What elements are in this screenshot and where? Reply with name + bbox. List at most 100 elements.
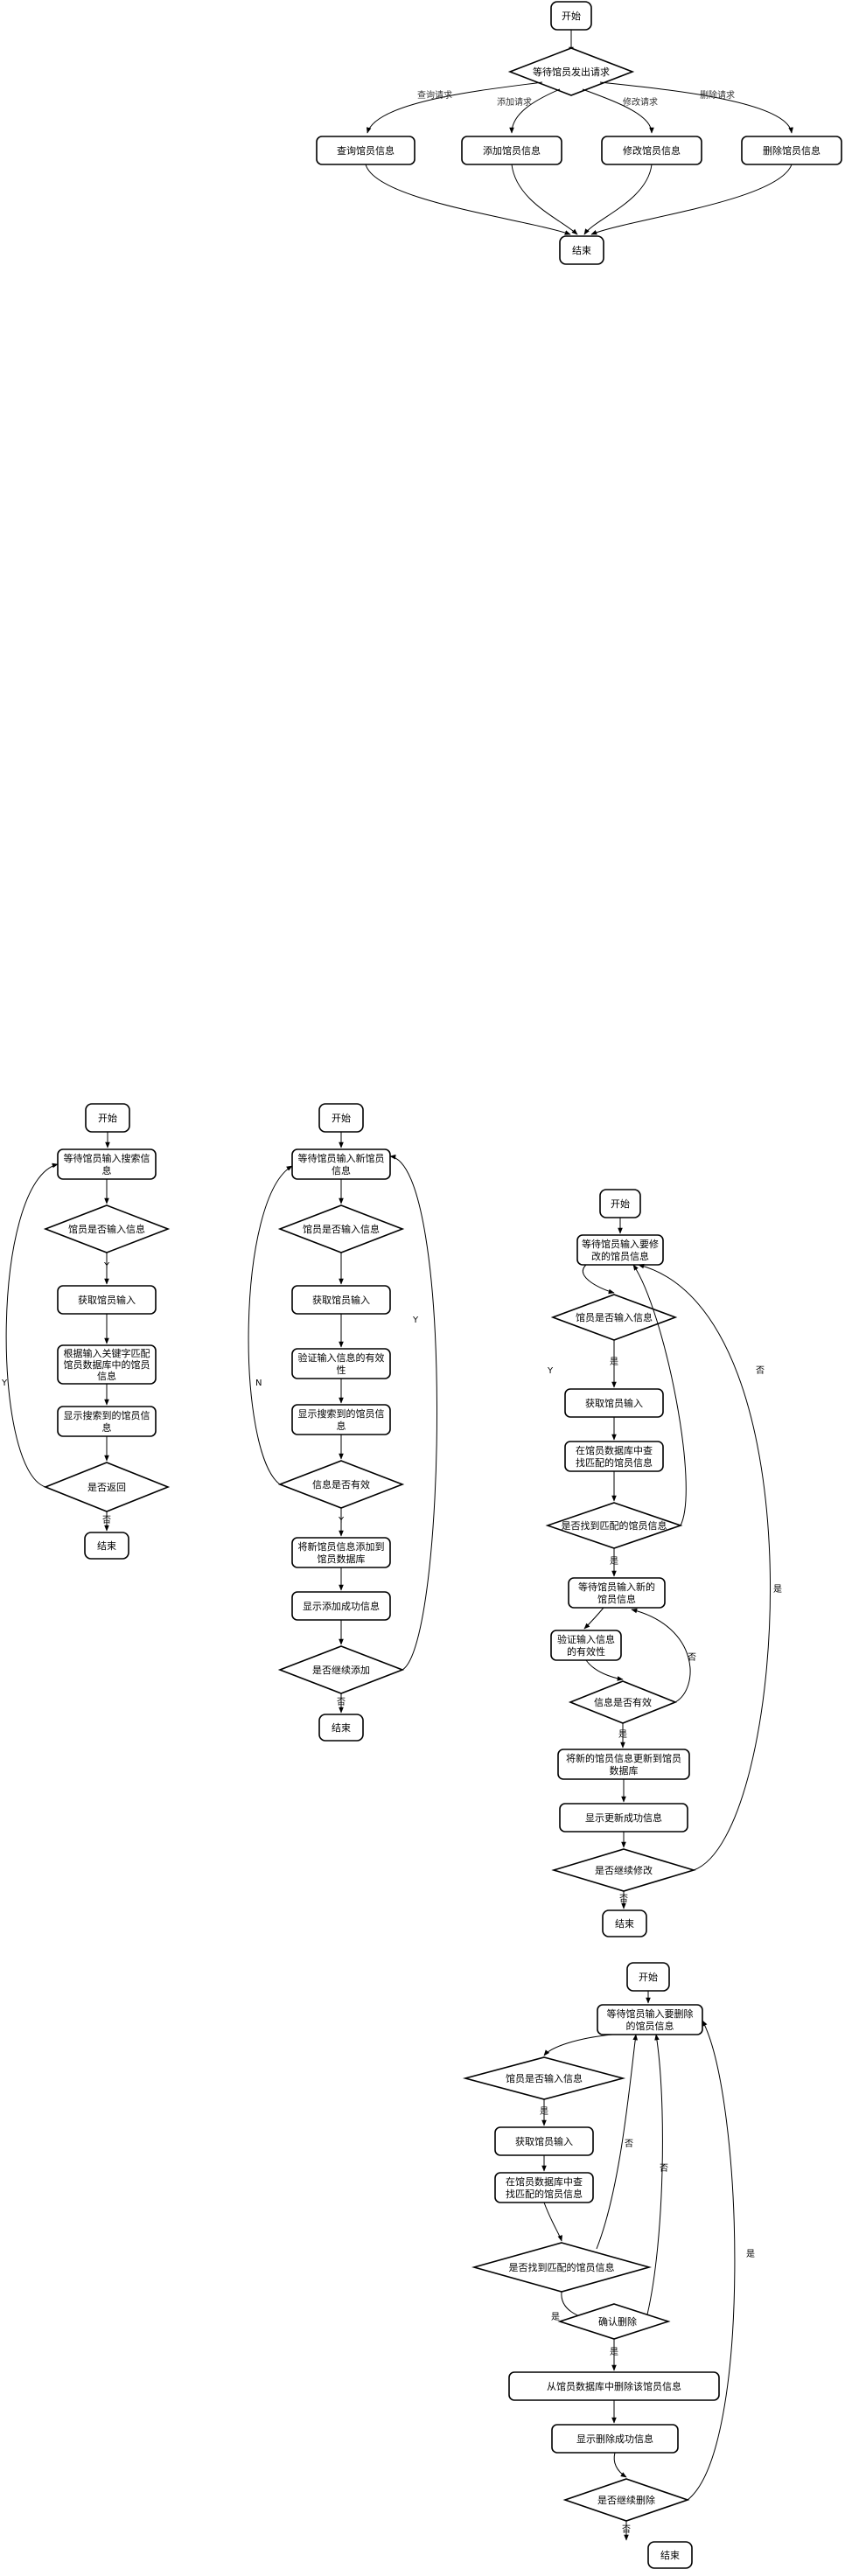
modify-done-label: 显示更新成功信息 — [585, 1812, 662, 1824]
modify-found-no-label: 否 — [756, 1365, 765, 1376]
overview-end-node — [559, 235, 604, 265]
overview-delete-edge-label: 删除请求 — [700, 89, 735, 101]
query-wait-label-1: 等待馆员输入搜索信 — [64, 1152, 150, 1164]
modify-continue-label: 是否继续修改 — [595, 1864, 653, 1876]
modify-valid-yes-label: 是 — [618, 1729, 627, 1740]
add-wait-label-1: 等待馆员输入新馆员 — [298, 1152, 385, 1164]
add-verify-label-2: 性 — [337, 1364, 346, 1376]
delete-wait-label-2: 的馆员信息 — [626, 2020, 674, 2032]
query-show-label-2: 息 — [102, 1421, 112, 1434]
modify-verify-label-1: 验证输入信息 — [557, 1633, 615, 1645]
query-end-node — [84, 1532, 129, 1560]
query-wait-label-2: 息 — [102, 1164, 112, 1176]
delete-continue-yes-label: 是 — [746, 2249, 755, 2259]
delete-input-label: 馆员是否输入信息 — [506, 2072, 583, 2084]
add-end-node — [318, 1714, 364, 1742]
modify-continue-yes-label: 是 — [773, 1584, 782, 1595]
add-done-label: 显示添加成功信息 — [303, 1600, 380, 1612]
delete-confirm-no-label: 否 — [660, 2163, 668, 2174]
overview-add-label: 添加馆员信息 — [483, 144, 541, 157]
modify-update-label-1: 将新的馆员信息更新到馆员 — [566, 1752, 681, 1764]
delete-end-node — [647, 2541, 693, 2569]
query-no-label: 否 — [102, 1515, 111, 1525]
modify-input-yes-label: 是 — [610, 1357, 618, 1367]
add-end-label: 结束 — [332, 1722, 351, 1734]
modify-end-label: 结束 — [615, 1918, 634, 1930]
modify-verify-label-2: 的有效性 — [567, 1645, 605, 1658]
delete-continue-label: 是否继续删除 — [597, 2494, 655, 2506]
query-start-label: 开始 — [98, 1112, 117, 1124]
modify-input-no-label: Y — [547, 1366, 554, 1376]
modify-input-label: 馆员是否输入信息 — [576, 1311, 653, 1323]
modify-no-label: 否 — [619, 1894, 628, 1904]
delete-confirm-yes-label: 是 — [610, 2347, 618, 2357]
query-loop-label: Y — [1, 1379, 8, 1388]
modify-find-label-1: 在馆员数据库中查 — [576, 1444, 653, 1456]
overview-modify-label: 修改馆员信息 — [623, 144, 681, 157]
modify-wait-label-2: 改的馆员信息 — [591, 1250, 649, 1262]
delete-get-label: 获取馆员输入 — [515, 2135, 573, 2147]
add-show-label-1: 显示搜索到的馆员信 — [298, 1407, 385, 1420]
modify-newinfo-node — [568, 1577, 666, 1609]
modify-newinfo-label-1: 等待馆员输入新的 — [578, 1581, 655, 1593]
delete-wait-node — [597, 2004, 703, 2035]
add-valid-label: 信息是否有效 — [312, 1478, 370, 1490]
add-valid-yes-label: Y — [338, 1516, 345, 1525]
delete-found-label: 是否找到匹配的馆员信息 — [509, 2261, 615, 2273]
delete-input-yes-label: 是 — [540, 2106, 548, 2117]
query-search-label-3: 信息 — [97, 1370, 116, 1382]
modify-end-node — [602, 1909, 647, 1937]
add-start-label: 开始 — [332, 1112, 351, 1124]
modify-find-label-2: 找匹配的馆员信息 — [576, 1456, 653, 1469]
modify-wait-node — [576, 1234, 664, 1266]
add-verify-label-1: 验证输入信息的有效 — [298, 1351, 385, 1364]
query-input-label: 馆员是否输入信息 — [68, 1223, 145, 1235]
overview-wait-decision — [507, 47, 635, 96]
delete-done-label: 显示删除成功信息 — [576, 2433, 653, 2445]
add-flowchart: 开始 等待馆员输入新馆员 信息 馆员是否输入信息 获取馆员输入 验证输入信息的有… — [248, 1103, 437, 1742]
modify-flowchart: 开始 等待馆员输入要修 改的馆员信息 馆员是否输入信息 Y 是 获取馆员输入 在… — [545, 1189, 782, 1937]
overview-end-label: 结束 — [572, 245, 591, 256]
add-wait-label-2: 信息 — [332, 1164, 351, 1176]
add-input-label: 馆员是否输入信息 — [303, 1223, 380, 1235]
delete-no-label: 否 — [622, 2524, 631, 2535]
delete-found-no-label: 否 — [625, 2139, 633, 2149]
modify-found-label: 是否找到匹配的馆员信息 — [562, 1519, 667, 1532]
overview-add-edge-label: 添加请求 — [497, 96, 532, 108]
delete-flowchart: 开始 等待馆员输入要删除 的馆员信息 馆员是否输入信息 是 获取馆员输入 在馆员… — [462, 1962, 755, 2569]
add-show-label-2: 息 — [337, 1420, 346, 1432]
modify-get-label: 获取馆员输入 — [585, 1397, 643, 1409]
query-flowchart: 开始 等待馆员输入搜索信 息 馆员是否输入信息 Y 获取馆员输入 根据输入关键字… — [1, 1103, 171, 1560]
delete-remove-label: 从馆员数据库中删除该馆员信息 — [547, 2380, 681, 2392]
overview-delete-label: 删除馆员信息 — [763, 144, 821, 157]
query-search-label-2: 馆员数据库中的馆员 — [64, 1358, 150, 1371]
modify-valid-label: 信息是否有效 — [594, 1696, 652, 1708]
add-continue-label: 是否继续添加 — [312, 1664, 370, 1676]
add-get-label: 获取馆员输入 — [312, 1294, 370, 1306]
modify-update-label-2: 数据库 — [610, 1764, 639, 1777]
overview-flowchart: 开始 等待馆员发出请求 查询请求 添加请求 修改请求 删除请求 查询馆员信息 添… — [316, 1, 842, 265]
query-return-label: 是否返回 — [87, 1482, 126, 1493]
query-show-label-1: 显示搜索到的馆员信 — [64, 1409, 150, 1421]
delete-found-yes-label: 是 — [551, 2312, 560, 2322]
add-save-label-1: 将新馆员信息添加到 — [298, 1540, 385, 1553]
modify-valid-no-label: 否 — [688, 1652, 696, 1663]
delete-end-label: 结束 — [660, 2550, 680, 2561]
overview-wait-label: 等待馆员发出请求 — [533, 66, 610, 78]
modify-start-label: 开始 — [611, 1197, 630, 1210]
query-search-label-1: 根据输入关键字匹配 — [64, 1347, 150, 1359]
delete-start-label: 开始 — [639, 1971, 658, 1983]
delete-confirm-label: 确认删除 — [598, 2315, 637, 2328]
modify-newinfo-label-2: 馆员信息 — [597, 1593, 636, 1605]
query-get-label: 获取馆员输入 — [78, 1294, 136, 1306]
add-no-label: 否 — [337, 1697, 346, 1707]
overview-modify-edge-label: 修改请求 — [623, 96, 658, 108]
delete-find-label-1: 在馆员数据库中查 — [506, 2175, 583, 2188]
delete-find-label-2: 找匹配的馆员信息 — [506, 2188, 583, 2200]
add-save-label-2: 馆员数据库 — [318, 1553, 366, 1565]
add-continue-yes-label: Y — [412, 1316, 419, 1325]
modify-wait-label-1: 等待馆员输入要修 — [582, 1238, 659, 1250]
overview-start-label: 开始 — [562, 10, 581, 22]
overview-query-edge-label: 查询请求 — [417, 89, 452, 101]
